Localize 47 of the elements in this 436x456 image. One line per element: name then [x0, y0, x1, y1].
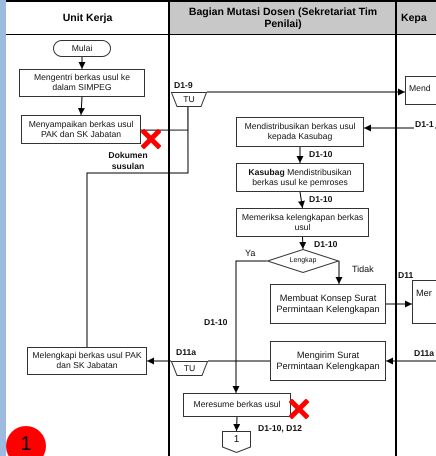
connector-arrow — [146, 358, 172, 364]
process-box: Mendistribusikan berkas usul kepada Kasubag — [236, 117, 364, 147]
connector-arrow — [78, 96, 85, 116]
edge-label: D11a — [413, 348, 436, 358]
connector-line — [208, 360, 270, 362]
start-terminator: Mulai — [53, 40, 111, 57]
edge-label: Tidak — [351, 264, 375, 274]
lane-header: Unit Kerja — [6, 2, 169, 35]
connector-arrow — [336, 260, 342, 284]
connector-arrow — [78, 56, 86, 70]
connector-arrow — [233, 416, 240, 432]
flow-note: D1-10 — [204, 317, 228, 327]
reference-code: D1-9 — [174, 80, 193, 90]
flow-note: Dokumen susulan — [107, 150, 149, 172]
process-box: Kasubag Mendistribusikan berkas usul ke pemroses — [236, 163, 364, 192]
reference-code: D11a — [176, 347, 196, 357]
connector-arrow — [386, 358, 436, 364]
edge-label: D11 — [397, 270, 414, 280]
process-box: Menyampaikan berkas usul PAK dan SK Jabatan — [21, 115, 141, 144]
process-box: Membuat Konsep Surat Permintaan Kelengkapan — [270, 284, 386, 324]
edge-label: D1-10, D12 — [257, 423, 303, 433]
connector-arrow — [299, 236, 306, 250]
connector-arrow — [296, 146, 304, 164]
connector-arrow — [298, 192, 305, 208]
process-box: Mengirim Surat Permintaan Kelengkapan — [270, 341, 386, 381]
edge-label: D1-10 — [313, 239, 338, 249]
page-number-badge: 1 — [6, 426, 46, 456]
process-box: Mer — [412, 280, 436, 324]
process-box: Mengentri berkas usul ke dalam SIMPEG — [19, 69, 145, 97]
manual-operation-shape: TU — [171, 92, 207, 107]
process-box: Meresume berkas usul — [183, 393, 291, 417]
process-box: Melengkapi berkas usul PAK dan SK Jabatan — [27, 347, 147, 375]
connector-arrow — [364, 124, 436, 132]
edge-label: D1-10 — [308, 149, 334, 159]
lane-header: Bagian Mutasi Dosen (Sekretariat Tim Penilai) — [170, 2, 396, 35]
process-box: Mend — [405, 76, 436, 105]
lane-header: Kepa — [397, 2, 436, 35]
edge-label: D1-1 — [414, 119, 435, 129]
connector-line — [86, 106, 188, 348]
connector-arrow — [232, 260, 268, 394]
off-page-connector: 1 — [222, 431, 251, 453]
manual-operation-shape: TU — [171, 361, 208, 376]
edge-label: Ya — [244, 248, 256, 258]
process-box: Memeriksa kelengkapan berkas usul — [236, 208, 369, 237]
connector-arrow — [206, 88, 406, 96]
edge-label: D1-10 — [308, 194, 334, 204]
connector-arrow — [386, 300, 412, 308]
